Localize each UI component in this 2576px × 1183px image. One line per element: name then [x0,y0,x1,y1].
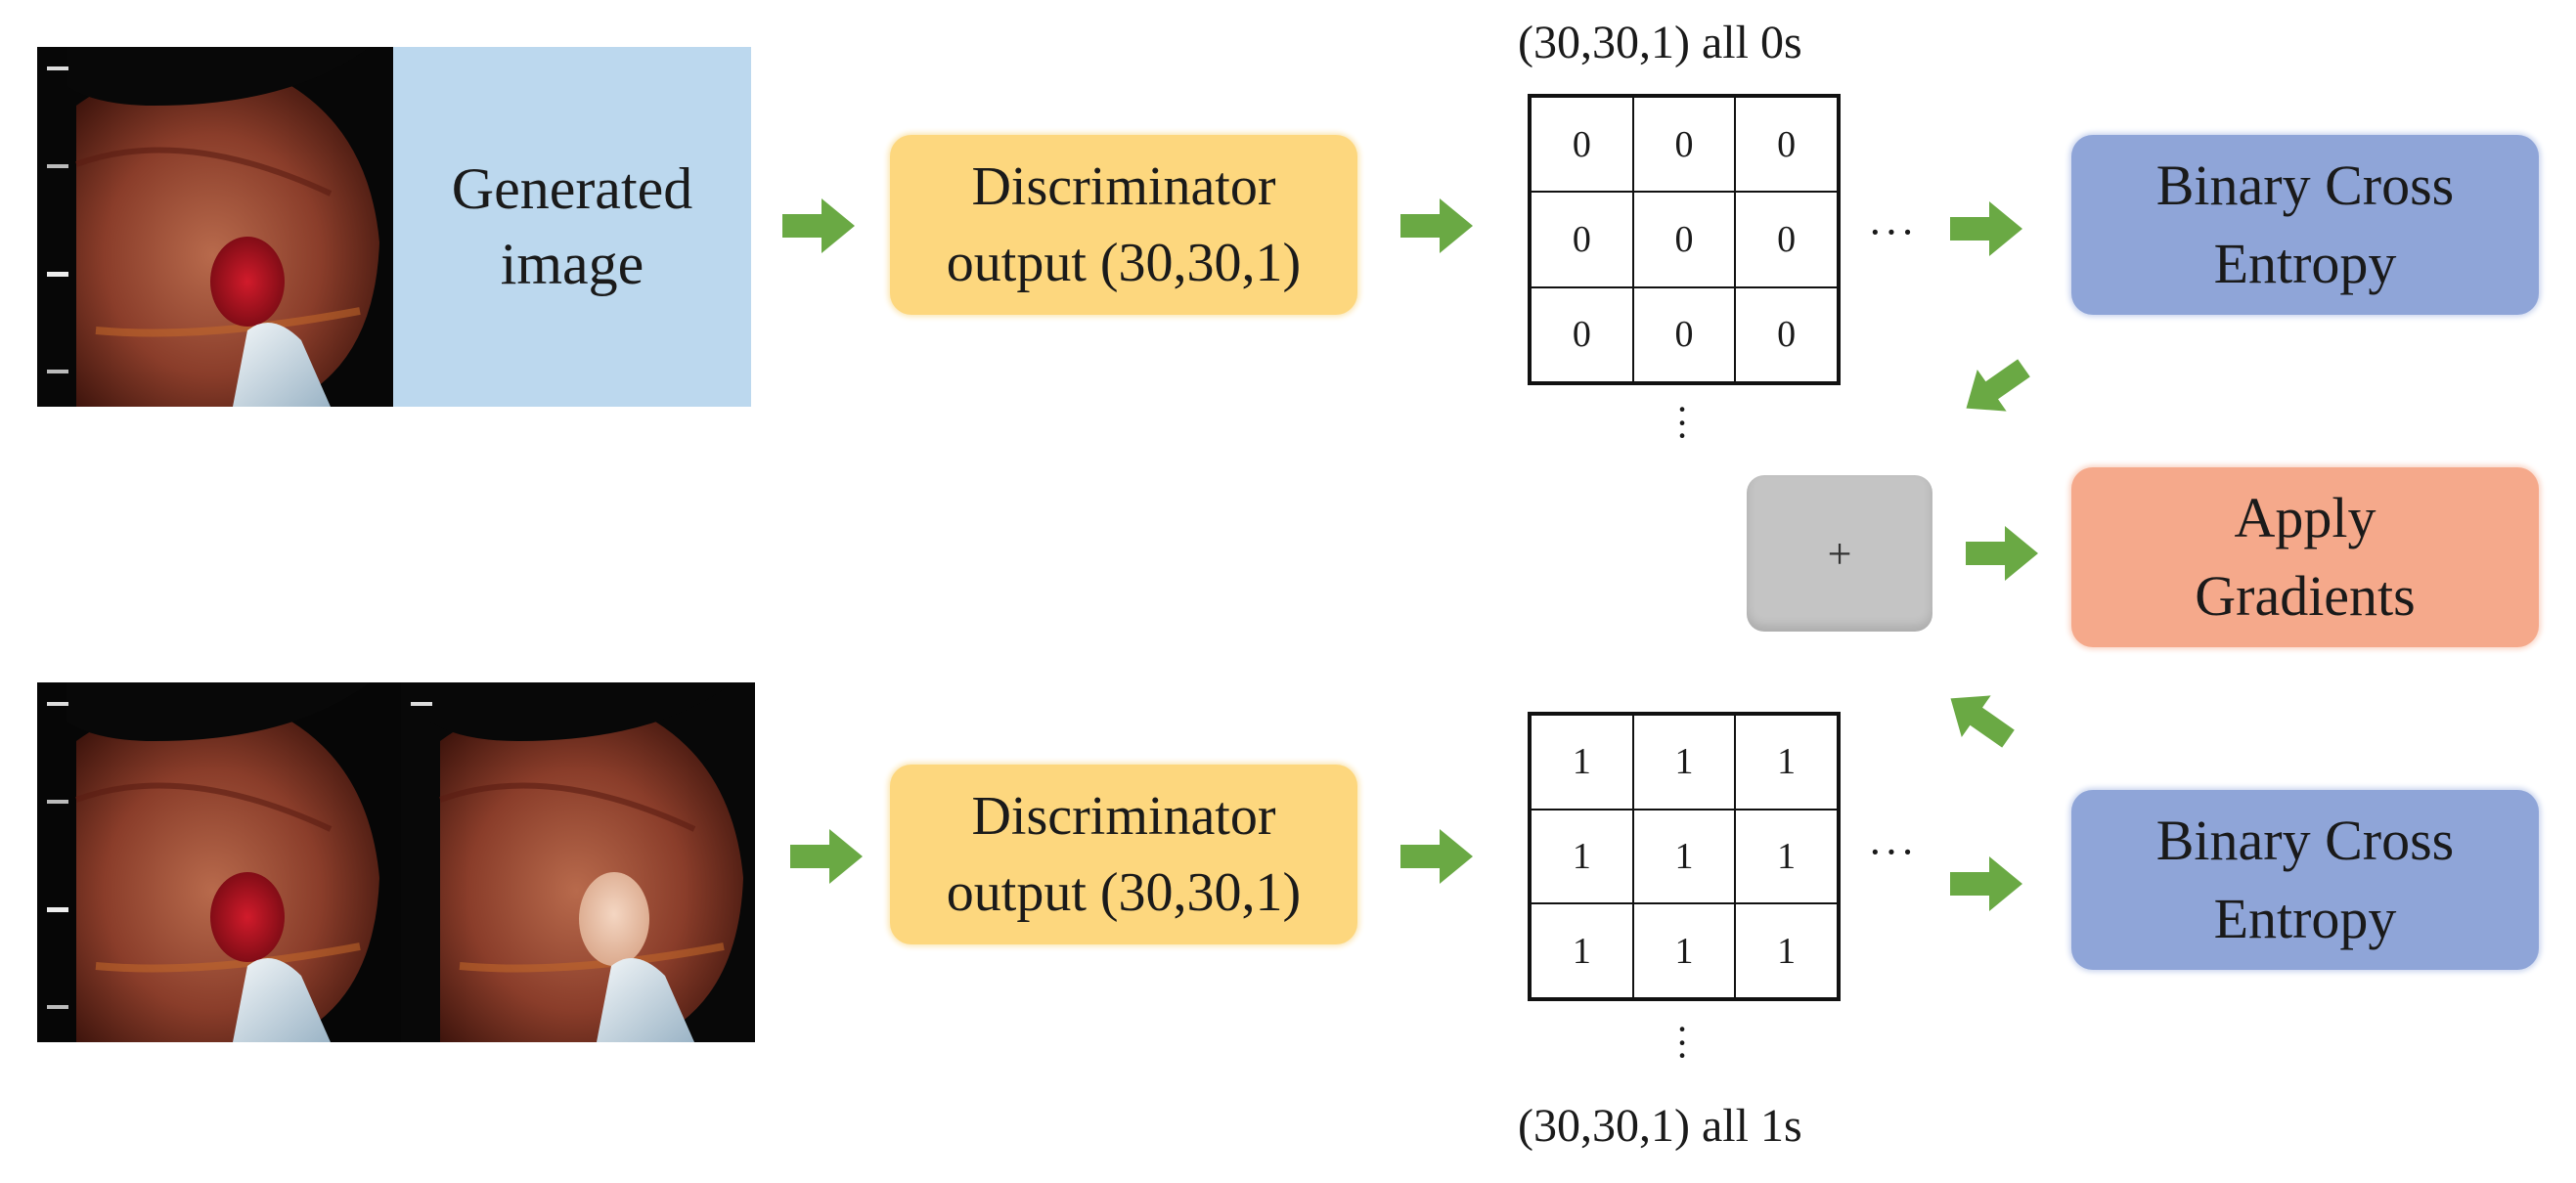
generated-image-label-line2: image [500,232,644,296]
matrix-cell-zero: 0 [1531,286,1633,382]
plus-symbol: + [1827,529,1852,578]
discriminator-bottom-line2: output (30,30,1) [946,862,1302,923]
matrix-cell-one: 1 [1531,809,1633,904]
arrow-right-icon [790,829,863,884]
matrix-cell-one: 1 [1735,809,1838,904]
matrix-cell-one: 1 [1632,903,1736,998]
matrix-cell-one: 1 [1632,715,1736,810]
matrix-cell-one: 1 [1632,809,1736,904]
bce-bottom-line2: Entropy [2213,887,2397,950]
matrix-cell-one: 1 [1531,903,1633,998]
discriminator-top-line1: Discriminator [971,155,1276,217]
matrix-cell-one: 1 [1531,715,1633,810]
matrix-caption-top: (30,30,1) all 0s [1518,17,1802,68]
bce-top-line2: Entropy [2213,232,2397,295]
matrix-cell-one: 1 [1735,903,1838,998]
bce-top-line1: Binary Cross [2155,153,2455,217]
horizontal-ellipsis-top: ··· [1868,208,1917,256]
discriminator-output-bottom: Discriminator output (30,30,1) [890,765,1357,944]
discriminator-output-top: Discriminator output (30,30,1) [890,135,1357,315]
vertical-ellipsis-top: ··· [1675,387,1689,459]
apply-line2: Gradients [2195,564,2416,628]
real-paired-endoscopy-image [37,682,755,1042]
binary-cross-entropy-bottom: Binary Cross Entropy [2071,790,2539,970]
arrow-right-icon [1950,856,2022,911]
matrix-cell-zero: 0 [1735,97,1838,193]
vertical-ellipsis-bottom: ··· [1675,1007,1689,1078]
sum-node: + [1747,475,1932,632]
discriminator-bottom-line1: Discriminator [971,785,1276,847]
arrow-down-left-icon [1956,354,2034,422]
apply-line1: Apply [2234,485,2376,549]
horizontal-ellipsis-bottom: ··· [1868,828,1917,876]
binary-cross-entropy-top: Binary Cross Entropy [2071,135,2539,315]
apply-gradients-box: Apply Gradients [2071,467,2539,647]
bce-bottom-line1: Binary Cross [2155,808,2455,872]
matrix-cell-one: 1 [1735,715,1838,810]
arrow-right-icon [1400,829,1473,884]
arrow-up-left-icon [1940,684,2019,753]
matrix-cell-zero: 0 [1735,192,1838,287]
matrix-cell-zero: 0 [1531,97,1633,193]
arrow-right-icon [1950,201,2022,256]
arrow-right-icon [782,198,855,253]
matrix-cell-zero: 0 [1531,192,1633,287]
discriminator-top-line2: output (30,30,1) [946,233,1302,293]
matrix-caption-bottom: (30,30,1) all 1s [1518,1100,1802,1152]
matrix-cell-zero: 0 [1735,286,1838,382]
matrix-cell-zero: 0 [1632,97,1736,193]
generated-image-box: Generated image [393,47,751,407]
arrow-right-icon [1400,198,1473,253]
matrix-cell-zero: 0 [1632,192,1736,287]
matrix-cell-zero: 0 [1632,286,1736,382]
generated-image-label-line1: Generated [451,156,693,222]
generated-endoscopy-image [37,47,393,407]
arrow-right-icon [1966,526,2038,581]
